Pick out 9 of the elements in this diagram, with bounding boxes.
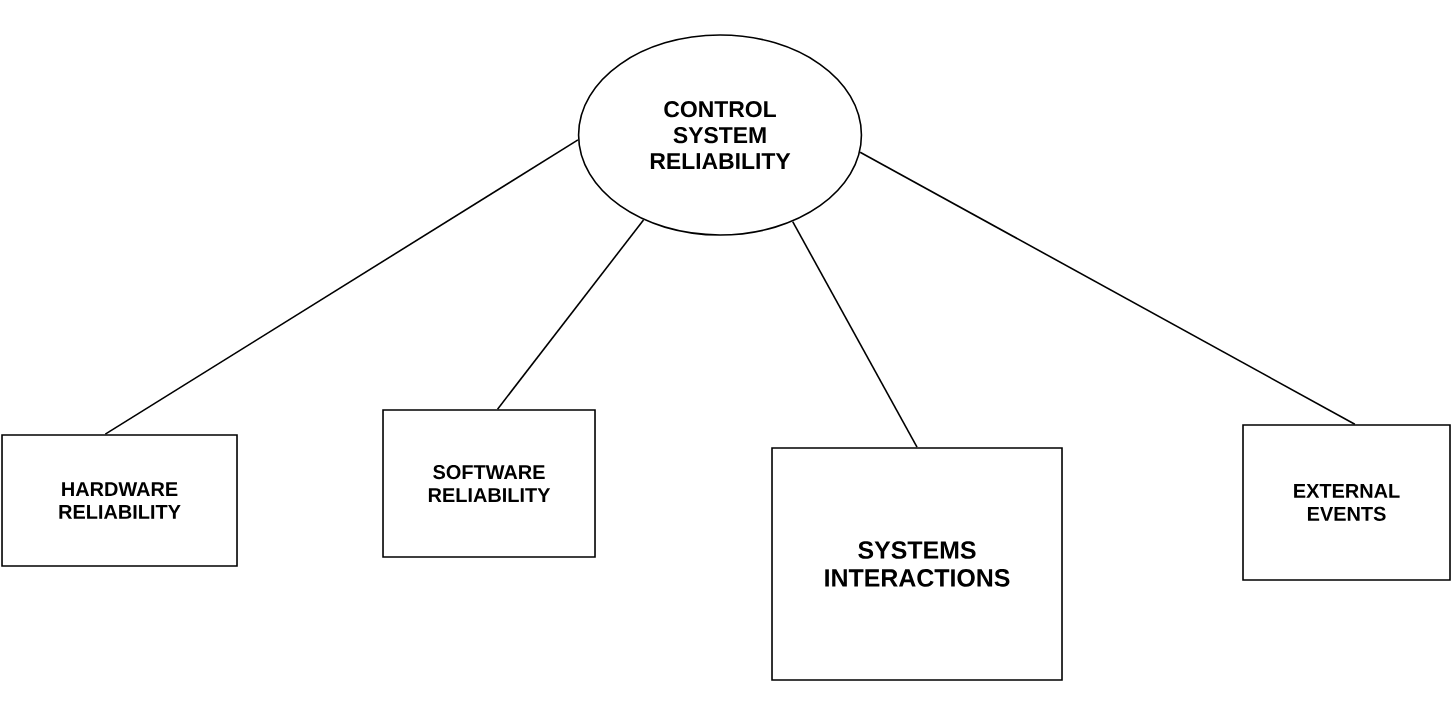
circle-node: CONTROL SYSTEM RELIABILITY xyxy=(577,34,863,236)
text-box: SYSTEMS INTERACTIONS xyxy=(771,447,1063,681)
connector-line xyxy=(104,139,579,435)
connector-line xyxy=(496,219,645,410)
text-box: SOFTWARE RELIABILITY xyxy=(382,409,596,558)
text-box: HARDWARE RELIABILITY xyxy=(1,434,238,567)
text-box: EXTERNAL EVENTS xyxy=(1242,424,1451,581)
connector-line xyxy=(859,151,1356,425)
connector-line xyxy=(791,220,918,448)
